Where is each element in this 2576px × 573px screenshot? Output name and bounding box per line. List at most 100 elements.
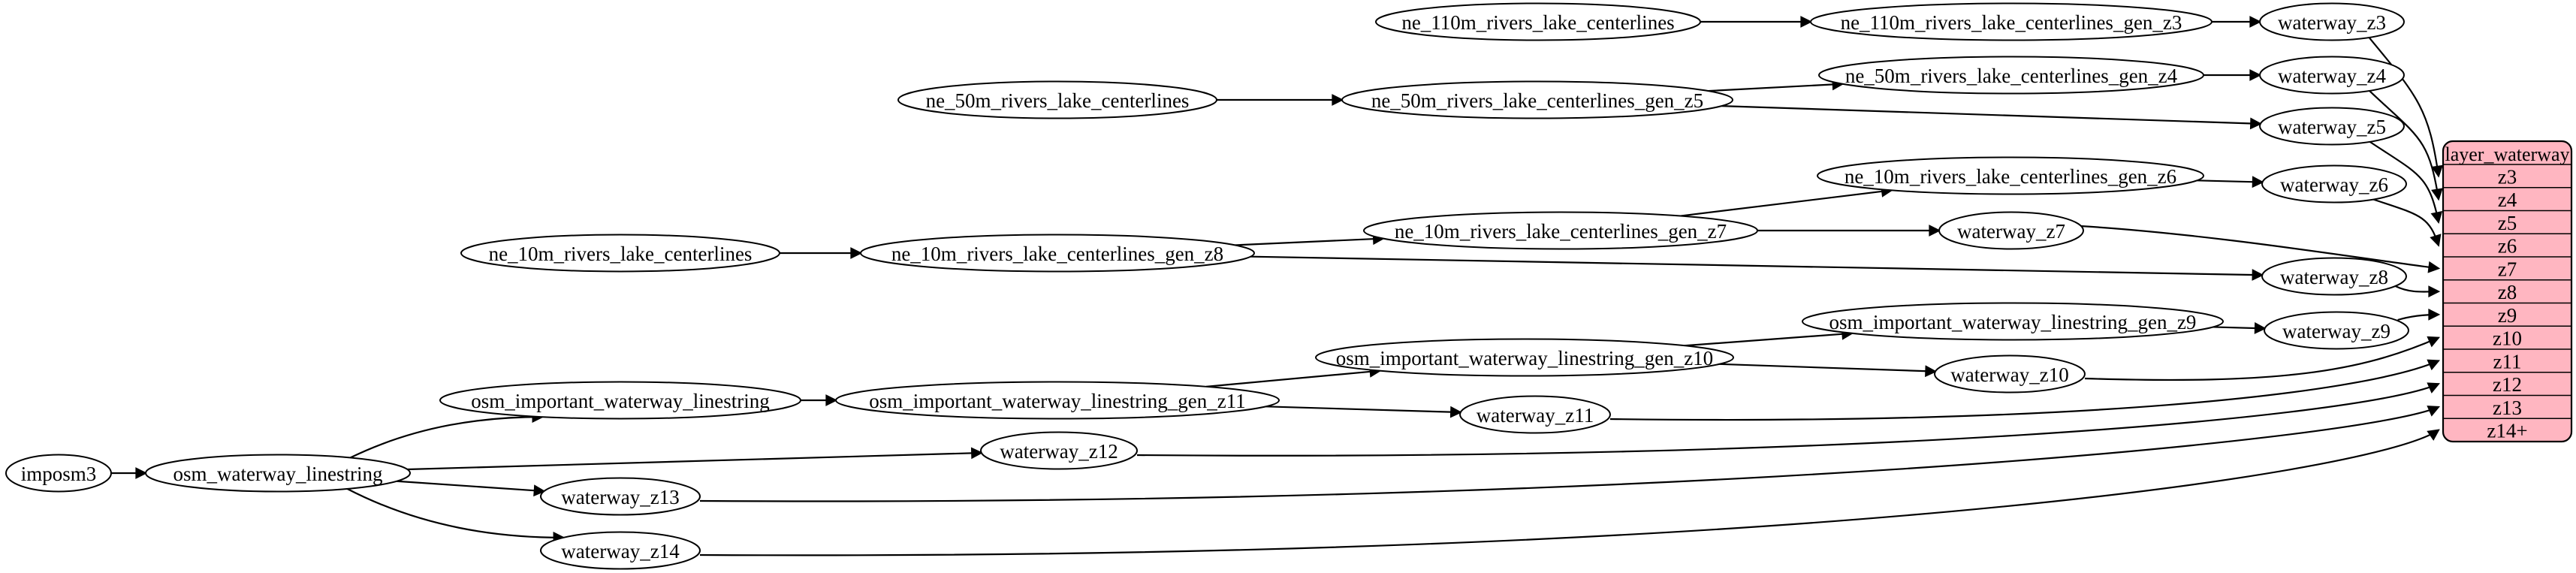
node-ne_10m_rivers_lake_centerlines_gen_z8: ne_10m_rivers_lake_centerlines_gen_z8: [860, 234, 1255, 273]
node-ne_50m_rivers_lake_centerlines: ne_50m_rivers_lake_centerlines: [897, 80, 1217, 119]
node-ellipse: [1363, 211, 1758, 250]
table-row-z7: z7: [2498, 258, 2517, 280]
node-ellipse: [2259, 2, 2405, 41]
table-border: [2442, 140, 2573, 443]
node-ne_10m_rivers_lake_centerlines_gen_z7: ne_10m_rivers_lake_centerlines_gen_z7: [1363, 211, 1758, 250]
table-row-z9: z9: [2498, 304, 2517, 327]
node-label: ne_10m_rivers_lake_centerlines_gen_z6: [1845, 165, 2176, 188]
edge-waterway_z11-to-layer_waterway-z11: [1609, 359, 2441, 421]
table-row-z3: z3: [2498, 165, 2517, 188]
edge-waterway_z5-to-layer_waterway-z5: [2367, 140, 2443, 225]
node-label: waterway_z11: [1477, 404, 1594, 427]
node-label: osm_waterway_linestring: [173, 463, 383, 485]
node-label: waterway_z3: [2278, 11, 2386, 34]
edge-osm_waterway_linestring-to-waterway_z14: [346, 487, 566, 544]
node-waterway_z10: waterway_z10: [1934, 354, 2086, 394]
edge-osm_important_waterway_linestring_gen_z11-to-osm_important_waterway_linestring_gen_z10: [1205, 366, 1382, 388]
edge-osm_waterway_linestring-to-waterway_z13: [397, 480, 546, 497]
edge-osm_important_waterway_linestring_gen_z9-to-waterway_z9: [2213, 322, 2267, 334]
node-osm_important_waterway_linestring_gen_z10: osm_important_waterway_linestring_gen_z1…: [1315, 338, 1734, 377]
node-ne_10m_rivers_lake_centerlines_gen_z6: ne_10m_rivers_lake_centerlines_gen_z6: [1817, 156, 2204, 195]
node-waterway_z13: waterway_z13: [540, 477, 701, 516]
node-ne_50m_rivers_lake_centerlines_gen_z5: ne_50m_rivers_lake_centerlines_gen_z5: [1341, 80, 1733, 119]
edge-waterway_z13-to-layer_waterway-z13: [699, 406, 2441, 502]
node-osm_important_waterway_linestring_gen_z9: osm_important_waterway_linestring_gen_z9: [1802, 302, 2224, 341]
node-ellipse: [1934, 354, 2086, 394]
node-ellipse: [1315, 338, 1734, 377]
node-ellipse: [1375, 2, 1701, 41]
node-ne_110m_rivers_lake_centerlines: ne_110m_rivers_lake_centerlines: [1375, 2, 1701, 41]
node-waterway_z4: waterway_z4: [2259, 56, 2405, 95]
node-ellipse: [2259, 56, 2405, 95]
table-row-z10: z10: [2493, 327, 2522, 350]
node-ellipse: [1818, 56, 2204, 95]
node-label: waterway_z9: [2282, 320, 2390, 342]
edge-ne_10m_rivers_lake_centerlines_gen_z7-to-ne_10m_rivers_lake_centerlines_gen_z6: [1680, 185, 1893, 217]
edge-waterway_z7-to-layer_waterway-z7: [2080, 225, 2441, 273]
node-label: waterway_z8: [2280, 266, 2388, 288]
edge-osm_waterway_linestring-to-osm_important_waterway_linestring: [349, 411, 544, 459]
node-ellipse: [1802, 302, 2224, 341]
edge-osm_waterway_linestring-to-waterway_z12: [407, 447, 983, 471]
node-waterway_z9: waterway_z9: [2264, 311, 2409, 350]
node-ellipse: [439, 381, 801, 420]
node-ne_110m_rivers_lake_centerlines_gen_z3: ne_110m_rivers_lake_centerlines_gen_z3: [1810, 2, 2213, 41]
node-label: waterway_z6: [2280, 173, 2388, 196]
table-row-z13: z13: [2493, 397, 2522, 419]
table-row-z12: z12: [2493, 373, 2522, 396]
node-label: waterway_z7: [1957, 220, 2065, 243]
edge-osm_important_waterway_linestring_gen_z10-to-osm_important_waterway_linestring_gen_z9: [1684, 327, 1854, 347]
node-ellipse: [860, 234, 1255, 273]
node-ellipse: [1817, 156, 2204, 195]
node-ellipse: [2264, 311, 2409, 350]
table-title: layer_waterway: [2445, 143, 2569, 165]
node-osm_important_waterway_linestring: osm_important_waterway_linestring: [439, 381, 801, 420]
node-imposm3: imposm3: [5, 454, 112, 493]
node-label: waterway_z10: [1950, 363, 2068, 386]
edge-waterway_z4-to-layer_waterway-z4: [2367, 89, 2443, 201]
node-ellipse: [1938, 211, 2084, 250]
node-label: osm_important_waterway_linestring: [471, 390, 769, 412]
node-label: ne_50m_rivers_lake_centerlines: [926, 89, 1190, 112]
node-label: ne_10m_rivers_lake_centerlines_gen_z8: [891, 243, 1223, 265]
node-label: waterway_z12: [1000, 440, 1118, 463]
node-ellipse: [460, 234, 780, 273]
layer-waterway-table: layer_waterwayz3z4z5z6z7z8z9z10z11z12z13…: [2442, 140, 2573, 443]
node-ellipse: [2261, 257, 2407, 296]
table-row-z5: z5: [2498, 212, 2517, 234]
edge-waterway_z3-to-layer_waterway-z3: [2367, 35, 2443, 178]
table-row-z6: z6: [2498, 235, 2517, 258]
node-ellipse: [540, 477, 701, 516]
edge-waterway_z14-to-layer_waterway-z14+: [699, 429, 2440, 556]
table-row-z4: z4: [2498, 188, 2517, 211]
node-label: osm_important_waterway_linestring_gen_z9: [1829, 311, 2197, 333]
edge-ne_50m_rivers_lake_centerlines_gen_z5-to-ne_50m_rivers_lake_centerlines_gen_z4: [1708, 78, 1845, 92]
node-label: ne_10m_rivers_lake_centerlines_gen_z7: [1395, 220, 1727, 243]
node-ellipse: [145, 454, 411, 493]
node-ellipse: [1810, 2, 2213, 41]
node-label: ne_110m_rivers_lake_centerlines_gen_z3: [1841, 11, 2182, 34]
node-waterway_z11: waterway_z11: [1459, 395, 1611, 434]
node-ellipse: [897, 80, 1217, 119]
table-row-z8: z8: [2498, 281, 2517, 303]
node-waterway_z5: waterway_z5: [2259, 107, 2405, 146]
node-label: waterway_z14: [561, 540, 680, 562]
edge-waterway_z9-to-layer_waterway-z9: [2397, 308, 2441, 321]
node-osm_waterway_linestring: osm_waterway_linestring: [145, 454, 411, 493]
node-ellipse: [835, 381, 1280, 420]
node-label: ne_10m_rivers_lake_centerlines: [489, 243, 753, 265]
edge-waterway_z10-to-layer_waterway-z10: [2084, 336, 2441, 381]
node-label: ne_50m_rivers_lake_centerlines_gen_z5: [1371, 89, 1703, 112]
node-label: osm_important_waterway_linestring_gen_z1…: [1336, 347, 1713, 369]
node-label: waterway_z13: [561, 486, 679, 508]
node-waterway_z3: waterway_z3: [2259, 2, 2405, 41]
node-label: ne_110m_rivers_lake_centerlines: [1401, 11, 1674, 34]
node-ellipse: [5, 454, 112, 493]
edge-osm_important_waterway_linestring_gen_z11-to-waterway_z11: [1265, 406, 1462, 418]
edge-waterway_z12-to-layer_waterway-z12: [1136, 382, 2441, 457]
node-ellipse: [1341, 80, 1733, 119]
edge-ne_10m_rivers_lake_centerlines_gen_z8-to-waterway_z8: [1250, 255, 2264, 281]
node-label: imposm3: [21, 463, 97, 485]
node-ellipse: [540, 531, 701, 570]
